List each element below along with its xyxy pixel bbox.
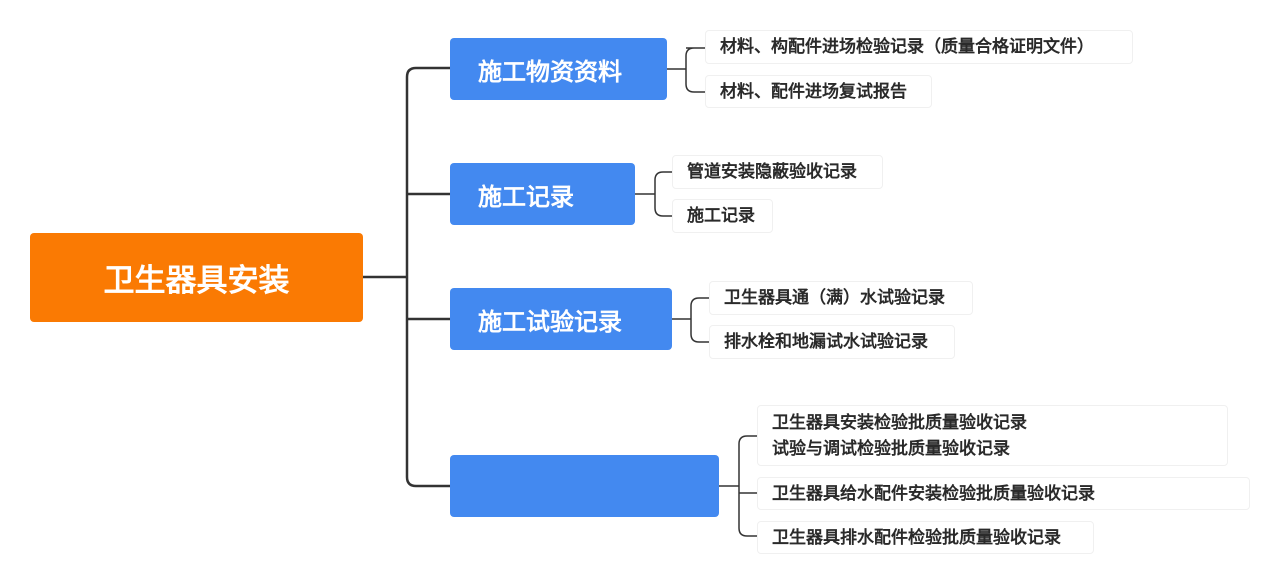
branch-inspection-records[interactable] (450, 455, 719, 517)
leaf-node[interactable]: 施工记录 (672, 199, 773, 233)
leaf-node[interactable]: 卫生器具排水配件检验批质量验收记录 (757, 521, 1094, 554)
root-node[interactable]: 卫生器具安装 (30, 233, 363, 322)
branch-test-records[interactable]: 施工试验记录 (450, 288, 672, 350)
branch-construction-materials[interactable]: 施工物资资料 (450, 38, 667, 100)
leaf-line: 试验与调试检验批质量验收记录 (772, 438, 1010, 459)
leaf-node[interactable]: 卫生器具给水配件安装检验批质量验收记录 (757, 477, 1250, 510)
leaf-node[interactable]: 材料、配件进场复试报告 (705, 75, 932, 108)
leaf-node[interactable]: 卫生器具通（满）水试验记录 (709, 281, 973, 315)
leaf-node[interactable]: 排水栓和地漏试水试验记录 (709, 325, 955, 359)
branch-construction-records[interactable]: 施工记录 (450, 163, 635, 225)
leaf-node-multiline[interactable]: 卫生器具安装检验批质量验收记录 试验与调试检验批质量验收记录 (757, 405, 1228, 466)
leaf-node[interactable]: 管道安装隐蔽验收记录 (672, 155, 883, 189)
leaf-line: 卫生器具安装检验批质量验收记录 (772, 412, 1027, 433)
leaf-node[interactable]: 材料、构配件进场检验记录（质量合格证明文件） (705, 30, 1133, 64)
